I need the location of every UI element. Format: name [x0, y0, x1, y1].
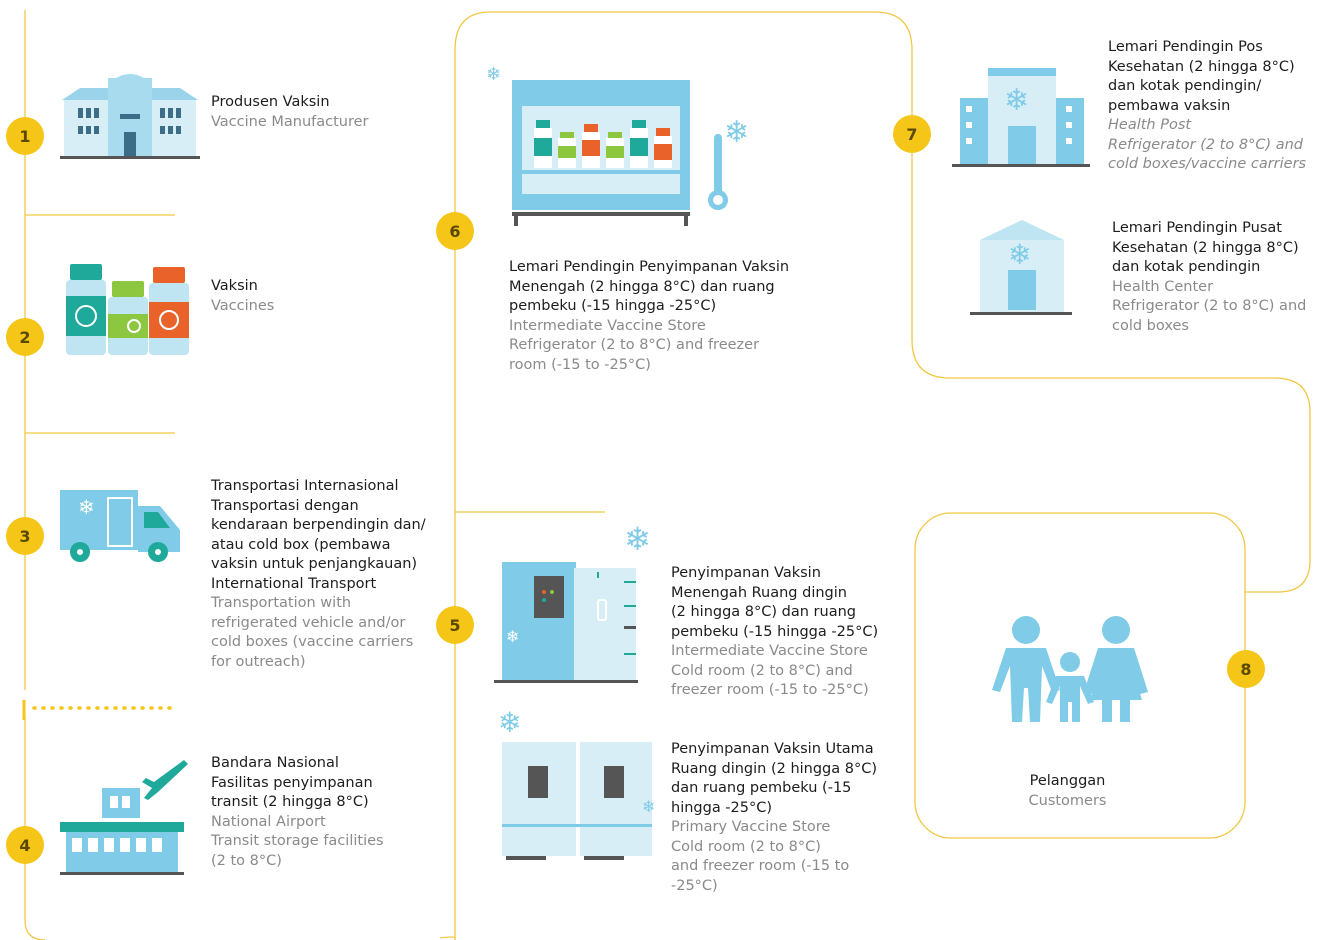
step-5a-line: (2 hingga 8°C) dan ruang: [671, 604, 856, 620]
step-5b-line-en: and freezer room (-15 to: [671, 858, 850, 874]
step-2-label-en: Vaccines: [211, 297, 275, 314]
svg-text:❄: ❄: [1004, 83, 1029, 118]
step-7a-line-en: cold boxes/vaccine carriers: [1108, 156, 1307, 172]
svg-text:❄: ❄: [624, 520, 651, 558]
vaccine-vials-icon: [66, 264, 189, 355]
step-7a-line: Lemari Pendingin Pos: [1108, 39, 1263, 55]
step-3-line: atau cold box (pembawa: [211, 536, 391, 553]
step-3-line-en: refrigerated vehicle and/or: [211, 614, 406, 631]
step-4-line-en: National Airport: [211, 813, 326, 830]
step-5a-line: Penyimpanan Vaksin: [671, 565, 821, 581]
step-7a-text: Lemari Pendingin Pos Kesehatan (2 hingga…: [1108, 38, 1306, 175]
step-6-line-en: Intermediate Vaccine Store: [509, 317, 706, 334]
step-4-line: Fasilitas penyimpanan: [211, 774, 373, 791]
step-2-text: Vaksin Vaccines: [211, 277, 274, 316]
step-3-line: kendaraan berpendingin dan/: [211, 517, 426, 533]
vaccine-refrigerator-icon: ❄ ❄: [486, 64, 749, 226]
step-1-text: Produsen Vaksin Vaccine Manufacturer: [211, 93, 369, 132]
step-badge-8: 8: [1227, 650, 1265, 688]
step-badge-7: 7: [893, 115, 931, 153]
step-4-line: transit (2 hingga 8°C): [211, 794, 369, 810]
health-post-icon: ❄: [952, 68, 1090, 167]
step-5a-line-en: Intermediate Vaccine Store: [671, 643, 868, 659]
step-7b-text: Lemari Pendingin Pusat Kesehatan (2 hing…: [1112, 219, 1306, 336]
step-4-text: Bandara Nasional Fasilitas penyimpanan t…: [211, 754, 384, 871]
step-badge-6: 6: [436, 212, 474, 250]
cold-room-icon: ❄ ❄: [494, 520, 651, 683]
step-4-line-en: (2 to 8°C): [211, 852, 282, 869]
family-icon: [992, 616, 1148, 722]
step-1-label-en: Vaccine Manufacturer: [211, 113, 369, 130]
step-6-line: Menengah (2 hingga 8°C) dan ruang: [509, 278, 775, 295]
step-7a-line-en: Health Post: [1108, 117, 1192, 133]
airport-icon: [60, 760, 188, 875]
step-3-line-en: Transportation with: [211, 595, 352, 611]
svg-text:❄: ❄: [1008, 238, 1031, 271]
svg-text:❄: ❄: [506, 627, 519, 646]
step-7b-line-en: Refrigerator (2 to 8°C) and: [1112, 298, 1307, 314]
step-5b-line: Ruang dingin (2 hingga 8°C): [671, 760, 878, 777]
health-center-icon: ❄: [970, 220, 1072, 315]
svg-text:❄: ❄: [78, 495, 95, 519]
step-badge-5: 5: [436, 606, 474, 644]
step-8-label-en: Customers: [1028, 792, 1107, 809]
step-badge-4: 4: [6, 826, 44, 864]
step-5b-text: Penyimpanan Vaksin Utama Ruang dingin (2…: [671, 740, 877, 896]
step-1-label-id: Produsen Vaksin: [211, 94, 330, 110]
step-6-line-en: room (-15 to -25°C): [509, 356, 651, 373]
svg-text:❄: ❄: [642, 797, 655, 816]
step-5a-line-en: Cold room (2 to 8°C) and: [671, 662, 853, 679]
step-5b-line-en: -25°C): [671, 877, 718, 894]
step-badge-3: 3: [6, 517, 44, 555]
step-2-label-id: Vaksin: [211, 278, 258, 294]
step-5b-line: hingga -25°C): [671, 799, 773, 816]
step-6-text: Lemari Pendingin Penyimpanan Vaksin Mene…: [509, 258, 789, 375]
step-7b-line: dan kotak pendingin: [1112, 259, 1261, 275]
step-3-line: Transportasi dengan: [211, 497, 359, 514]
factory-icon: [60, 74, 200, 159]
step-5b-line-en: Cold room (2 to 8°C): [671, 838, 821, 855]
step-7b-line-en: cold boxes: [1112, 317, 1189, 334]
step-4-line-en: Transit storage facilities: [211, 833, 384, 849]
svg-text:❄: ❄: [486, 64, 501, 85]
step-3-line: vaksin untuk penjangkauan): [211, 556, 418, 572]
step-badge-2: 2: [6, 318, 44, 356]
step-8-label-id: Pelanggan: [1029, 773, 1106, 789]
step-5a-line: Menengah Ruang dingin: [671, 584, 847, 601]
step-5a-line-en: freezer room (-15 to -25°C): [671, 682, 869, 698]
svg-text:❄: ❄: [724, 115, 749, 150]
step-8-text: Pelanggan Customers: [985, 772, 1150, 811]
step-3-line: Transportasi Internasional: [211, 478, 399, 494]
step-7b-line: Kesehatan (2 hingga 8°C): [1112, 239, 1299, 256]
step-6-line: pembeku (-15 hingga -25°C): [509, 298, 717, 314]
step-5a-line: pembeku (-15 hingga -25°C): [671, 623, 879, 640]
step-7a-line: dan kotak pendingin/: [1108, 78, 1262, 94]
step-3-line: International Transport: [211, 575, 377, 592]
step-badge-1: 1: [6, 117, 44, 155]
step-5a-text: Penyimpanan Vaksin Menengah Ruang dingin…: [671, 564, 878, 701]
step-3-line-en: for outreach): [211, 653, 306, 670]
step-4-line: Bandara Nasional: [211, 755, 339, 771]
step-7b-line: Lemari Pendingin Pusat: [1112, 220, 1282, 236]
step-3-text: Transportasi Internasional Transportasi …: [211, 477, 426, 672]
step-5b-line: dan ruang pembeku (-15: [671, 780, 852, 796]
step-7a-line-en: Refrigerator (2 to 8°C) and: [1108, 136, 1303, 153]
svg-text:❄: ❄: [498, 706, 521, 739]
refrigerated-truck-icon: ❄: [60, 490, 180, 562]
step-5b-line: Penyimpanan Vaksin Utama: [671, 741, 874, 757]
step-7a-line: pembawa vaksin: [1108, 97, 1231, 114]
step-7a-line: Kesehatan (2 hingga 8°C): [1108, 58, 1295, 75]
step-5b-line-en: Primary Vaccine Store: [671, 819, 831, 835]
step-6-line-en: Refrigerator (2 to 8°C) and freezer: [509, 337, 760, 353]
step-7b-line-en: Health Center: [1112, 278, 1214, 295]
step-3-line-en: cold boxes (vaccine carriers: [211, 634, 414, 650]
primary-store-cold-room-icon: ❄ ❄: [498, 706, 655, 860]
step-6-line: Lemari Pendingin Penyimpanan Vaksin: [509, 259, 790, 275]
